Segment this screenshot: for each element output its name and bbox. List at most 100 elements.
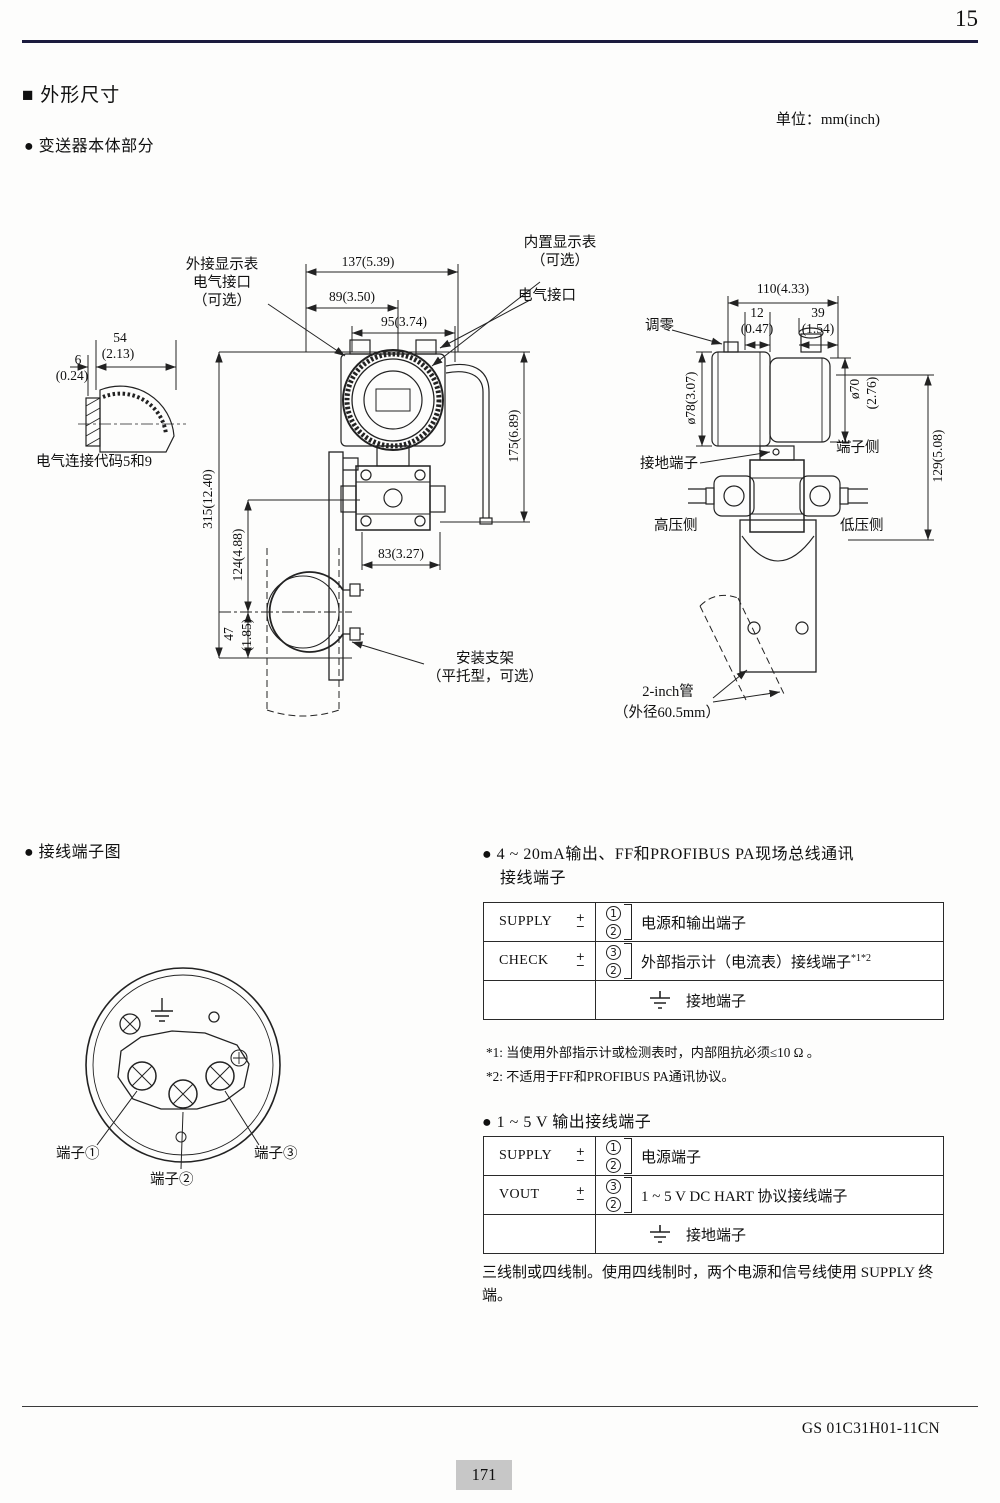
terminal-screw-1 — [127, 1061, 157, 1091]
terminal-screw-3 — [205, 1061, 235, 1091]
document-code: GS 01C31H01-11CN — [801, 1420, 940, 1437]
dim-12-inch: (0.47) — [740, 321, 774, 336]
terminal-bracket — [624, 1177, 632, 1213]
table-row: CHECK + − 3 2 外部指示计（电流表）接线端子*1*2 — [484, 941, 943, 980]
note-reference: *1*2 — [851, 952, 872, 964]
terminal-description: 接地端子 — [686, 1227, 747, 1244]
label-integral-indicator: 内置显示表 （可选） — [504, 234, 616, 270]
dim-54-inch: (2.13) — [101, 346, 135, 361]
terminal-table-4-20ma: SUPPLY + − 1 2 电源和输出端子 CHECK + − — [483, 902, 944, 1020]
terminal-name: CHECK — [499, 953, 549, 968]
label-mounting-bracket-line1: 安装支架 — [456, 651, 514, 667]
sheet-number: 15 — [955, 6, 978, 31]
terminal-name: SUPPLY — [499, 1148, 553, 1163]
terminal-numbers: 1 2 — [606, 1139, 621, 1173]
label-external-display-line3: （可选） — [193, 293, 251, 309]
polarity-marks: + − — [575, 911, 585, 933]
polarity-marks: + − — [575, 1184, 585, 1205]
table-row-ground: 接地端子 — [484, 1214, 943, 1253]
header-rule — [22, 40, 978, 43]
terminal-bracket — [624, 943, 632, 979]
circled-number: 3 — [606, 1178, 621, 1194]
terminal-table-1-5v: SUPPLY + − 1 2 电源端子 VOUT + − — [483, 1136, 944, 1254]
dim-47: 47 — [221, 627, 236, 641]
front-view-drawing — [266, 339, 493, 717]
label-integral-indicator-line1: 内置显示表 — [523, 235, 597, 251]
terminal-description: 电源和输出端子 — [641, 915, 747, 932]
terminal-description: 接地端子 — [686, 993, 747, 1010]
circled-number: 2 — [606, 923, 621, 939]
table-row: SUPPLY + − 1 2 电源和输出端子 — [484, 903, 943, 941]
terminal-bracket — [624, 1138, 632, 1174]
minus-sign: − — [575, 959, 585, 972]
label-terminal-3: 端子③ — [254, 1146, 298, 1162]
terminal-desc-cell: 1 2 电源端子 — [596, 1137, 943, 1175]
terminal-bracket — [624, 904, 632, 940]
dim-89: 89(3.50) — [328, 289, 376, 304]
dim-83: 83(3.27) — [377, 546, 425, 561]
terminal-name: VOUT — [499, 1187, 540, 1202]
plus-sign: + — [575, 1184, 585, 1197]
page-number-badge: 171 — [456, 1460, 512, 1490]
heading-comm-terminals-line1: ● 4 ~ 20mA输出、FF和PROFIBUS PA现场总线通讯 — [482, 846, 855, 863]
ground-symbol-icon — [151, 998, 173, 1022]
side-view-drawing — [688, 327, 868, 701]
dim-d70: ø70 — [847, 378, 862, 400]
unit-label: 单位：mm(inch) — [775, 112, 880, 128]
circled-number: 2 — [606, 1157, 621, 1173]
label-pipe-size: 2-inch管 — [642, 684, 694, 700]
dim-6-inch: (0.24) — [55, 368, 89, 383]
table-row: SUPPLY + − 1 2 电源端子 — [484, 1137, 943, 1175]
dim-124: 124(4.88) — [230, 528, 245, 582]
dim-110: 110(4.33) — [756, 281, 810, 296]
heading-comm-terminals-line2: 接线端子 — [500, 870, 567, 887]
circled-number: 2 — [606, 962, 621, 978]
dim-137: 137(5.39) — [341, 254, 395, 269]
subsection-terminal-diagram: ● 接线端子图 — [24, 844, 122, 861]
label-zero-adjust: 调零 — [645, 318, 674, 334]
dim-175: 175(6.89) — [506, 409, 521, 463]
wiring-note-paragraph: 三线制或四线制。使用四线制时，两个电源和信号线使用 SUPPLY 终端。 — [482, 1265, 934, 1305]
dim-12: 12 — [750, 305, 764, 320]
dim-129: 129(5.08) — [930, 429, 945, 483]
terminal-name-cell: VOUT + − — [484, 1176, 596, 1214]
terminal-name: SUPPLY — [499, 914, 553, 929]
label-external-display: 外接显示表 电气接口 （可选） — [166, 256, 278, 310]
terminal-name-cell: CHECK + − — [484, 942, 596, 980]
section-title-dimensions: ■ 外形尺寸 — [22, 85, 121, 106]
circled-number: 1 — [606, 905, 621, 921]
label-external-display-line1: 外接显示表 — [185, 257, 259, 273]
dim-6: 6 — [74, 352, 82, 367]
dimension-lines — [70, 264, 934, 703]
dim-d78: ø78(3.07) — [683, 371, 698, 425]
label-high-pressure-side: 高压侧 — [654, 518, 698, 534]
terminal-name-cell: SUPPLY + − — [484, 903, 596, 941]
terminal-numbers: 3 2 — [606, 1178, 621, 1212]
dim-d70-inch: (2.76) — [864, 376, 879, 410]
terminal-name-cell — [484, 1215, 596, 1253]
terminal-name-cell: SUPPLY + − — [484, 1137, 596, 1175]
circled-number: 1 — [606, 1139, 621, 1155]
circled-number: 3 — [606, 944, 621, 960]
terminal-desc-cell: 接地端子 — [596, 1215, 943, 1253]
subsection-transmitter-body: ● 变送器本体部分 — [24, 138, 155, 155]
label-external-display-line2: 电气接口 — [193, 275, 251, 291]
label-terminal-2: 端子② — [150, 1172, 194, 1188]
dim-47-inch: (1.85) — [239, 618, 254, 652]
ground-symbol-icon — [650, 991, 670, 1009]
plus-sign: + — [575, 911, 585, 924]
minus-sign: − — [575, 920, 585, 933]
footnote-2: *2: 不适用于FF和PROFIBUS PA通讯协议。 — [486, 1069, 735, 1084]
terminal-desc-cell: 1 2 电源和输出端子 — [596, 903, 943, 941]
polarity-marks: + − — [576, 1146, 585, 1166]
dim-95: 95(3.74) — [380, 314, 428, 329]
terminal-numbers: 1 2 — [606, 905, 621, 939]
heading-1-5v-terminals: ● 1 ~ 5 V 输出接线端子 — [482, 1114, 652, 1131]
plus-sign: + — [575, 950, 585, 963]
terminal-numbers: 3 2 — [606, 944, 621, 978]
ground-symbol-icon — [650, 1225, 670, 1243]
terminal-desc-cell: 接地端子 — [596, 981, 943, 1019]
dim-315: 315(12.40) — [200, 469, 215, 529]
